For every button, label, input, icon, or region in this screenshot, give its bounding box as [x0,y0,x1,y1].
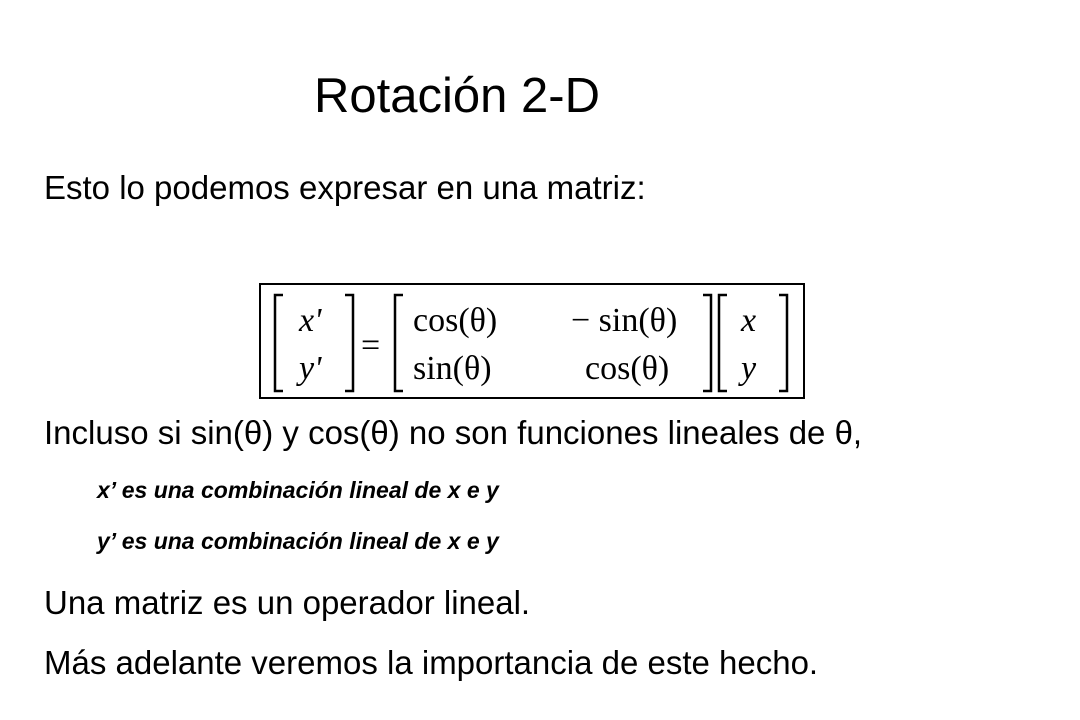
rhs-x: x [740,302,756,339]
lhs-y-prime: y' [296,350,322,387]
sub-point-x: x’ es una combinación lineal de x e y [97,477,499,503]
intro-text: Esto lo podemos expresar en una matriz: [44,169,646,206]
matrix-cell-22: cos(θ) [585,350,669,387]
sub-point-y: y’ es una combinación lineal de x e y [97,528,499,554]
operator-text: Una matriz es un operador lineal. [44,584,531,621]
matrix-cell-12: − sin(θ) [571,302,677,339]
incluso-text: Incluso si sin(θ) y cos(θ) no son funcio… [44,414,863,451]
rotation-matrix-equation: x' y' = cos(θ) − sin(θ) sin(θ) cos(θ) x … [259,283,805,399]
equals-sign: = [361,327,380,364]
equation-graphic: x' y' = cos(θ) − sin(θ) sin(θ) cos(θ) x … [273,293,789,393]
matrix-brackets [393,293,713,393]
rhs-brackets [717,293,789,393]
matrix-cell-21: sin(θ) [413,350,492,387]
matrix-cell-11: cos(θ) [413,302,497,339]
rhs-y: y [738,350,757,387]
closing-text: Más adelante veremos la importancia de e… [44,644,819,681]
lhs-x-prime: x' [298,302,322,339]
lhs-brackets [273,293,355,393]
slide-title: Rotación 2-D [314,69,600,123]
